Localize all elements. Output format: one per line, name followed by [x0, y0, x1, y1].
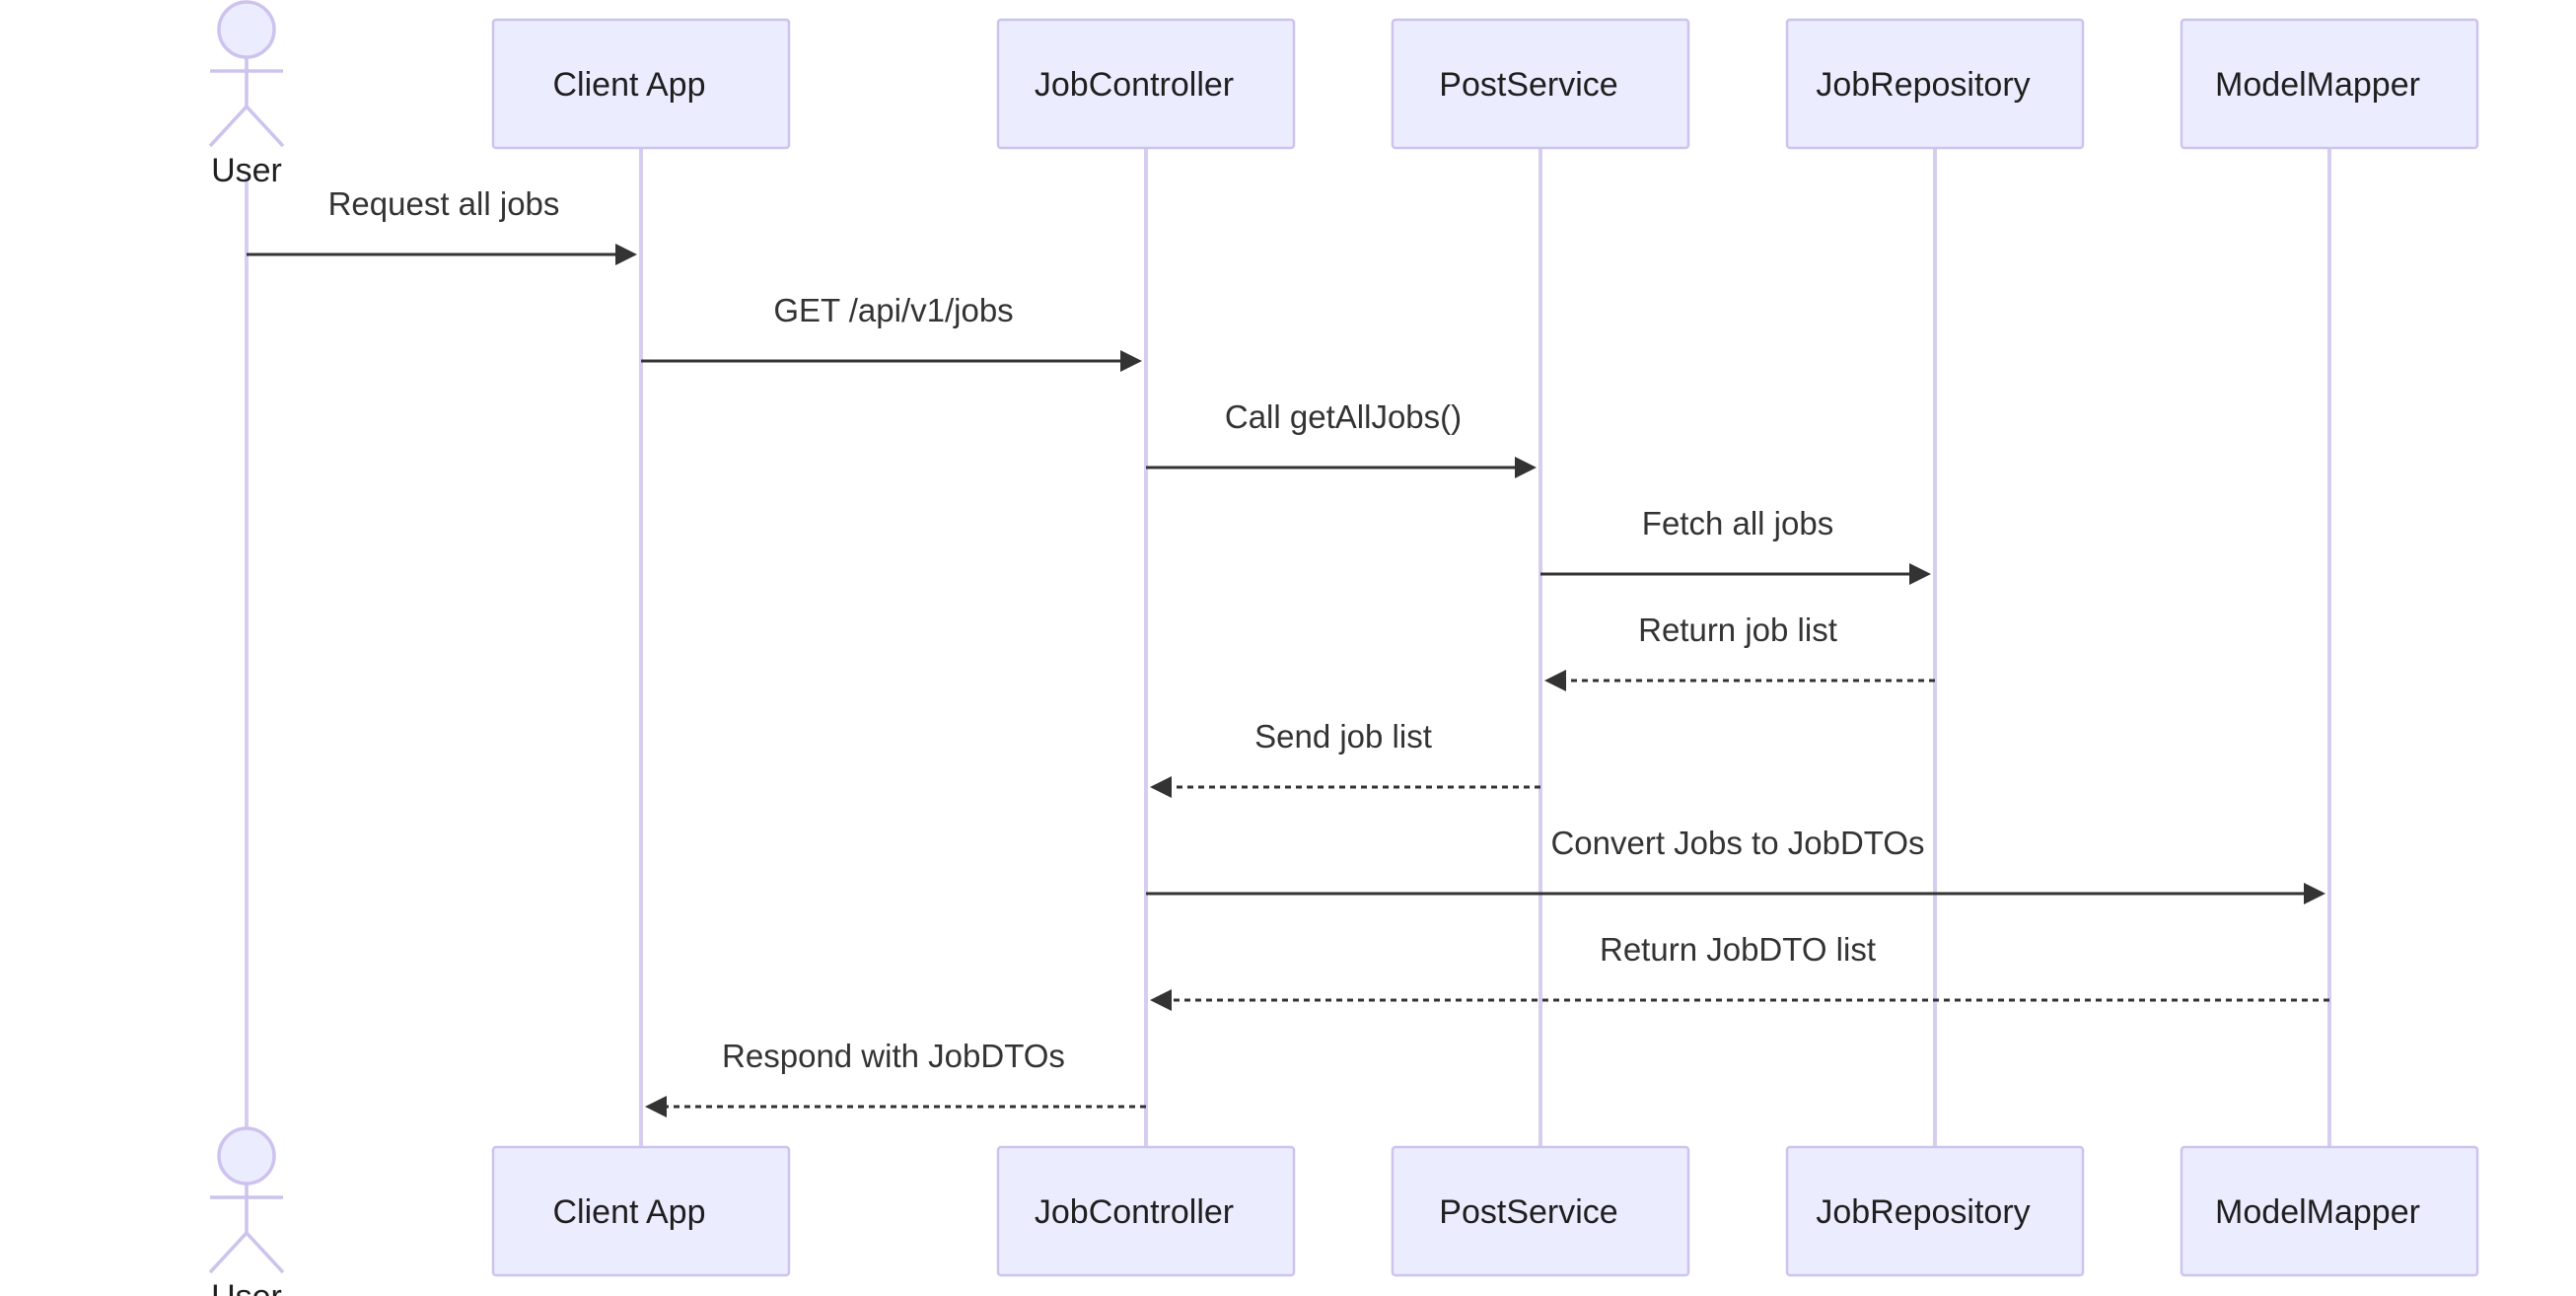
participant-box [1391, 18, 1690, 150]
actor-head-icon [217, 0, 276, 59]
participant-client-top: Client App [491, 18, 791, 150]
message-3: Call getAllJobs() [1146, 398, 1537, 478]
participant-label-modelmapper: ModelMapper [2215, 1193, 2420, 1231]
participant-box [1391, 1145, 1690, 1277]
participant-postservice-top: PostService [1391, 18, 1690, 150]
participant-jobcontroller-bottom: JobController [996, 1145, 1296, 1277]
actor-label-user: User [211, 1278, 282, 1296]
message-2: GET /api/v1/jobs [641, 292, 1142, 372]
participant-client-bottom: Client App [491, 1145, 791, 1277]
participant-jobcontroller-top: JobController [996, 18, 1296, 150]
message-label: Convert Jobs to JobDTOs [1550, 825, 1924, 861]
arrowhead-icon [2304, 883, 2326, 904]
participants-top: User Client App JobController PostService Jo… [208, 0, 2479, 189]
participant-label-jobrepository: JobRepository [1816, 66, 2030, 104]
participant-box [996, 18, 1296, 150]
participant-label-postservice: PostService [1439, 1193, 1617, 1231]
participant-box [2180, 18, 2479, 150]
arrowhead-icon [615, 244, 637, 265]
arrowhead-icon [1150, 776, 1172, 798]
actor-head-icon [217, 1126, 276, 1186]
actor-right-leg [245, 1231, 285, 1274]
message-label: Request all jobs [328, 185, 560, 222]
arrowhead-icon [1515, 457, 1537, 478]
participant-modelmapper-bottom: ModelMapper [2180, 1145, 2479, 1277]
participant-box [996, 1145, 1296, 1277]
actor-label-user: User [211, 152, 282, 189]
message-label: Return job list [1638, 612, 1837, 648]
lifelines [245, 148, 2331, 1147]
participant-postservice-bottom: PostService [1391, 1145, 1690, 1277]
message-label: Respond with JobDTOs [722, 1038, 1065, 1074]
participant-label-client: Client App [553, 66, 706, 104]
participant-label-postservice: PostService [1439, 66, 1617, 104]
participant-label-client: Client App [553, 1193, 706, 1231]
message-6: Send job list [1150, 718, 1540, 798]
message-label: Call getAllJobs() [1225, 398, 1462, 435]
participant-box [491, 1145, 791, 1277]
participant-modelmapper-top: ModelMapper [2180, 18, 2479, 150]
participant-label-jobcontroller: JobController [1035, 1193, 1234, 1231]
arrowhead-icon [1150, 989, 1172, 1011]
participant-jobrepository-top: JobRepository [1785, 18, 2085, 150]
arrowhead-icon [1909, 563, 1931, 585]
message-label: GET /api/v1/jobs [773, 292, 1013, 328]
participant-label-modelmapper: ModelMapper [2215, 66, 2420, 104]
actor-right-leg [245, 105, 285, 148]
message-4: Fetch all jobs [1540, 505, 1931, 585]
message-label: Fetch all jobs [1642, 505, 1833, 541]
actor-user-top: User [208, 0, 285, 189]
actor-left-leg [208, 105, 249, 148]
message-label: Return JobDTO list [1600, 931, 1876, 968]
arrowhead-icon [1120, 350, 1142, 372]
message-7: Convert Jobs to JobDTOs [1146, 825, 2326, 904]
actor-left-leg [208, 1231, 249, 1274]
participant-jobrepository-bottom: JobRepository [1785, 1145, 2085, 1277]
participants-bottom: User Client App JobController PostService Jo… [208, 1126, 2479, 1296]
message-label: Send job list [1254, 718, 1432, 755]
arrowhead-icon [645, 1096, 667, 1117]
participant-label-jobcontroller: JobController [1035, 66, 1234, 104]
participant-box [2180, 1145, 2479, 1277]
participant-box [1785, 1145, 2085, 1277]
message-5: Return job list [1544, 612, 1935, 691]
message-9: Respond with JobDTOs [645, 1038, 1146, 1117]
arrowhead-icon [1544, 670, 1566, 691]
message-8: Return JobDTO list [1150, 931, 2329, 1011]
actor-user-bottom: User [208, 1126, 285, 1296]
participant-box [491, 18, 791, 150]
participant-box [1785, 18, 2085, 150]
participant-label-jobrepository: JobRepository [1816, 1193, 2030, 1231]
message-1: Request all jobs [247, 185, 637, 265]
